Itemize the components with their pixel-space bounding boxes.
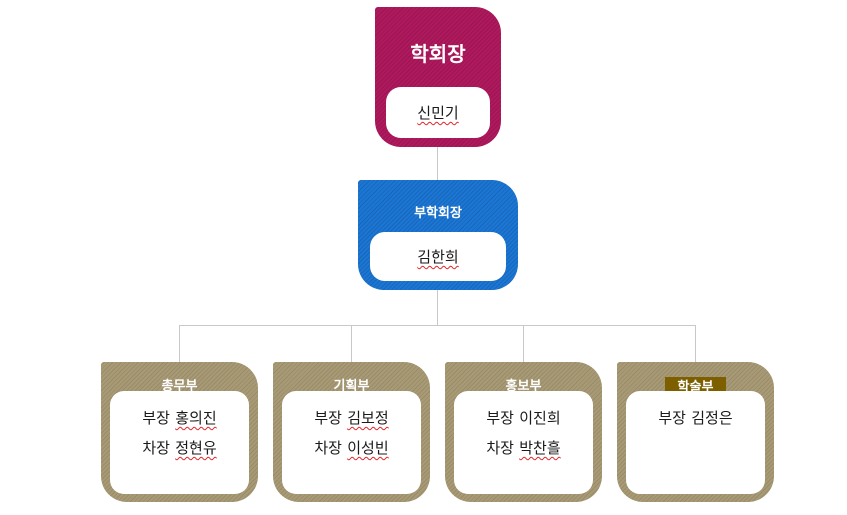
member-line: 차장 이성빈 (314, 434, 388, 464)
member-role: 부장 (486, 410, 514, 427)
member-name: 이진희 (519, 410, 561, 427)
member-line: 부장 김보정 (314, 404, 388, 434)
member-role: 부장 (658, 410, 686, 427)
connector-vice-stem (437, 290, 438, 325)
connector-rail (179, 325, 696, 326)
member-name: 김정은 (691, 410, 733, 427)
vice-president-name-panel[interactable]: 김한희 (370, 232, 506, 281)
president-name-panel[interactable]: 신민기 (386, 87, 490, 138)
dept-members-panel[interactable]: 부장 김정은 (626, 391, 765, 494)
member-line: 부장 김정은 (658, 404, 732, 434)
node-vice-president[interactable]: 부학회장 김한희 (358, 180, 518, 290)
president-title: 학회장 (410, 44, 466, 66)
president-name: 신민기 (417, 105, 459, 122)
dept-title: 홍보부 (505, 378, 542, 393)
member-name: 박찬흘 (519, 440, 561, 457)
member-role: 차장 (142, 440, 170, 457)
member-role: 부장 (142, 410, 170, 427)
dept-members-panel[interactable]: 부장 김보정 차장 이성빈 (282, 391, 421, 494)
connector-drop-dept-0 (179, 325, 180, 362)
connector-drop-dept-1 (351, 325, 352, 362)
connector-president-vice (437, 147, 438, 180)
member-line: 차장 박찬흘 (486, 434, 560, 464)
node-dept-public-relations[interactable]: 홍보부 부장 이진희 차장 박찬흘 (445, 362, 602, 502)
member-role: 차장 (486, 440, 514, 457)
dept-members-panel[interactable]: 부장 홍의진 차장 정현유 (110, 391, 249, 494)
dept-title: 기획부 (333, 378, 370, 393)
node-dept-general-affairs[interactable]: 총무부 부장 홍의진 차장 정현유 (101, 362, 258, 502)
member-line: 부장 이진희 (486, 404, 560, 434)
member-name: 이성빈 (347, 440, 389, 457)
connector-drop-dept-2 (523, 325, 524, 362)
dept-members-panel[interactable]: 부장 이진희 차장 박찬흘 (454, 391, 593, 494)
node-president[interactable]: 학회장 신민기 (375, 7, 501, 147)
member-line: 차장 정현유 (142, 434, 216, 464)
member-name: 정현유 (175, 440, 217, 457)
dept-title: 총무부 (161, 378, 198, 393)
vice-president-name: 김한희 (417, 249, 459, 266)
member-name: 김보정 (347, 410, 389, 427)
member-role: 부장 (314, 410, 342, 427)
vice-president-title: 부학회장 (414, 205, 462, 220)
node-dept-planning[interactable]: 기획부 부장 김보정 차장 이성빈 (273, 362, 430, 502)
member-name: 홍의진 (175, 410, 217, 427)
member-line: 부장 홍의진 (142, 404, 216, 434)
connector-drop-dept-3 (695, 325, 696, 362)
member-role: 차장 (314, 440, 342, 457)
